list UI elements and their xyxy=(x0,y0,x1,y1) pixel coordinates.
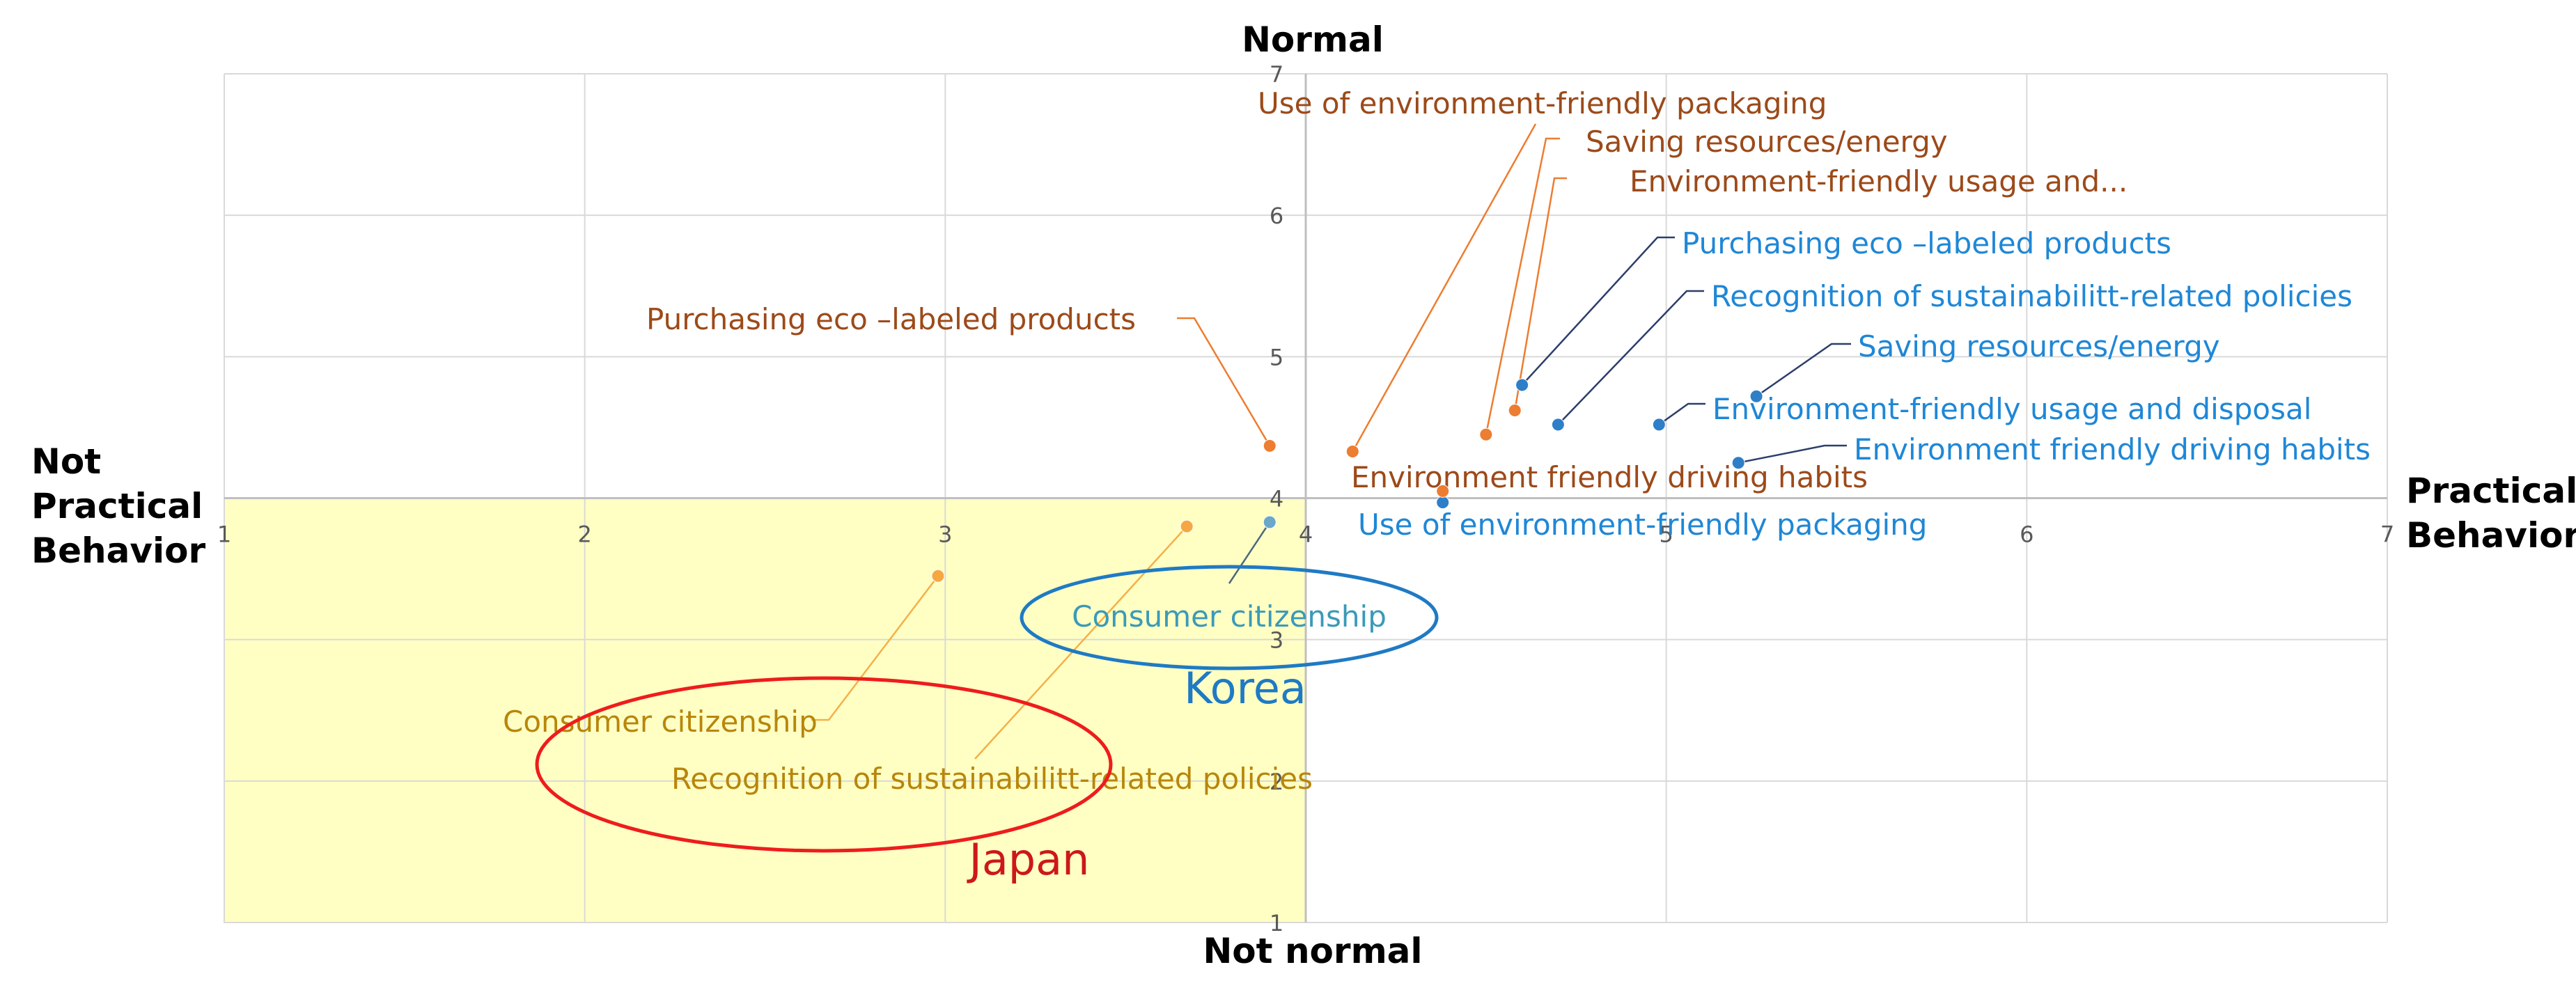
data-point-japan xyxy=(1436,484,1450,498)
y-tick-label: 6 xyxy=(1270,203,1283,229)
x-tick-label: 2 xyxy=(577,521,591,548)
label-right: Behavior xyxy=(2406,515,2576,556)
data-label: Consumer citizenship xyxy=(503,705,818,739)
data-label: Environment friendly driving habits xyxy=(1351,460,1868,494)
leader-line xyxy=(1756,343,1851,398)
data-label: Consumer citizenship xyxy=(1072,599,1387,634)
label-left: Practical xyxy=(31,486,203,526)
x-tick-label: 1 xyxy=(217,521,231,548)
data-point-korea xyxy=(1263,515,1277,529)
data-point-korea xyxy=(1436,496,1450,510)
leader-line xyxy=(1738,444,1847,464)
data-label: Recognition of sustainabilitt-related po… xyxy=(671,762,1313,796)
label-top: Normal xyxy=(1242,19,1384,60)
data-label: Environment-friendly usage and... xyxy=(1630,164,2128,198)
data-point-korea xyxy=(1652,418,1666,432)
leader-line xyxy=(1228,521,1271,584)
y-tick-label: 4 xyxy=(1270,486,1283,512)
leader-line xyxy=(811,575,939,721)
leader-line xyxy=(974,526,1188,760)
leader-line xyxy=(1177,317,1271,446)
x-tick-label: 7 xyxy=(2380,521,2394,548)
data-point-japan xyxy=(1263,439,1277,453)
x-tick-label: 4 xyxy=(1299,521,1313,548)
data-point-japan xyxy=(1180,519,1194,533)
label-left: Behavior xyxy=(31,531,205,571)
leader-line xyxy=(1557,290,1704,425)
x-tick-label: 3 xyxy=(938,521,952,548)
x-tick-label: 6 xyxy=(2020,521,2034,548)
data-label: Use of environment-friendly packaging xyxy=(1358,508,1927,542)
y-tick-label: 3 xyxy=(1270,627,1283,654)
data-label: Use of environment-friendly packaging xyxy=(1258,86,1827,120)
leader-line xyxy=(1521,236,1675,386)
y-tick-label: 5 xyxy=(1270,344,1283,370)
japan-ellipse xyxy=(535,676,1113,853)
group-label-korea: Korea xyxy=(1184,663,1306,714)
leader-line xyxy=(1658,402,1705,425)
leader-line xyxy=(1514,177,1567,411)
data-label: Environment-friendly usage and disposal xyxy=(1712,392,2311,426)
data-point-korea xyxy=(1731,456,1745,470)
leader-line xyxy=(1485,137,1560,435)
data-point-japan xyxy=(1345,444,1359,458)
y-tick-label: 1 xyxy=(1270,910,1283,936)
data-label: Recognition of sustainabilitt-related po… xyxy=(1711,279,2352,313)
data-label: Purchasing eco –labeled products xyxy=(646,302,1136,336)
data-point-korea xyxy=(1749,389,1763,403)
data-point-korea xyxy=(1551,418,1565,432)
label-bottom: Not normal xyxy=(1203,931,1422,971)
leader-line xyxy=(1352,123,1537,453)
data-label: Saving resources/energy xyxy=(1586,125,1948,159)
korea-ellipse xyxy=(1020,565,1439,670)
data-label: Purchasing eco –labeled products xyxy=(1682,226,2171,260)
y-tick-label: 7 xyxy=(1270,61,1283,88)
group-label-japan: Japan xyxy=(967,834,1090,885)
data-point-korea xyxy=(1515,378,1529,392)
label-right: Practical xyxy=(2406,471,2576,511)
data-point-japan xyxy=(931,569,945,583)
data-point-japan xyxy=(1508,404,1522,418)
y-tick-label: 2 xyxy=(1270,769,1283,795)
x-tick-label: 5 xyxy=(1659,521,1673,548)
highlight-region xyxy=(224,497,1306,923)
label-left: Not xyxy=(31,441,101,482)
data-point-japan xyxy=(1479,427,1493,441)
data-label: Saving resources/energy xyxy=(1858,329,2220,363)
data-label: Environment friendly driving habits xyxy=(1854,432,2371,466)
